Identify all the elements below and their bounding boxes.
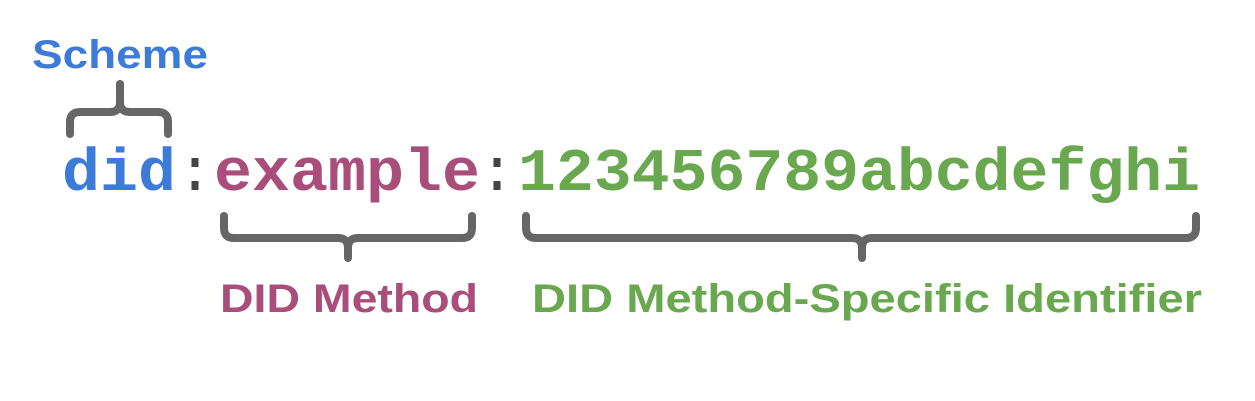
scheme-bracket — [66, 80, 172, 138]
did-identifier-text: 123456789abcdefghi — [518, 141, 1200, 209]
scheme-label: Scheme — [32, 33, 208, 77]
identifier-bracket — [522, 212, 1200, 262]
did-separator-1: : — [180, 141, 210, 209]
identifier-label: DID Method-Specific Identifier — [532, 277, 1202, 321]
did-scheme-text: did — [62, 141, 176, 209]
did-separator-2: : — [482, 141, 512, 209]
method-bracket — [220, 212, 476, 262]
did-method-text: example — [214, 141, 480, 209]
method-label: DID Method — [220, 277, 478, 321]
